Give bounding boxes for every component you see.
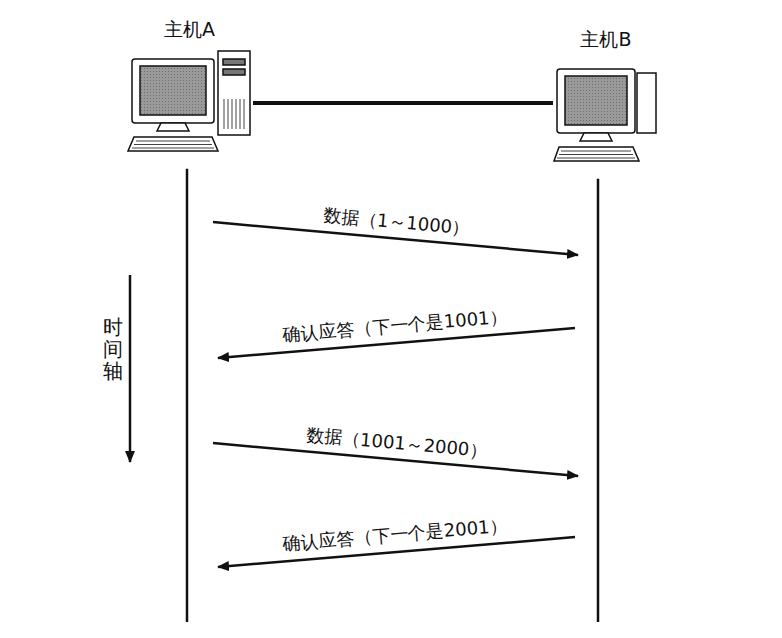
network-cable: [253, 101, 553, 105]
message-label: 数据（1001～2000）: [303, 423, 492, 461]
lifeline: [186, 169, 189, 622]
axis-label: 时间轴: [103, 316, 123, 382]
message-label: 确认应答（下一个是1001）: [279, 306, 512, 347]
host-computer: 主机A: [126, 18, 253, 155]
computer-icon: [553, 57, 659, 165]
message-label: 确认应答（下一个是2001）: [279, 515, 512, 556]
time-axis-arrow: [129, 275, 132, 462]
lifeline: [597, 179, 600, 622]
host-computer: 主机B: [553, 28, 659, 165]
host-label: 主机B: [553, 28, 659, 51]
computer-icon: [126, 47, 253, 155]
host-label: 主机A: [126, 18, 253, 41]
